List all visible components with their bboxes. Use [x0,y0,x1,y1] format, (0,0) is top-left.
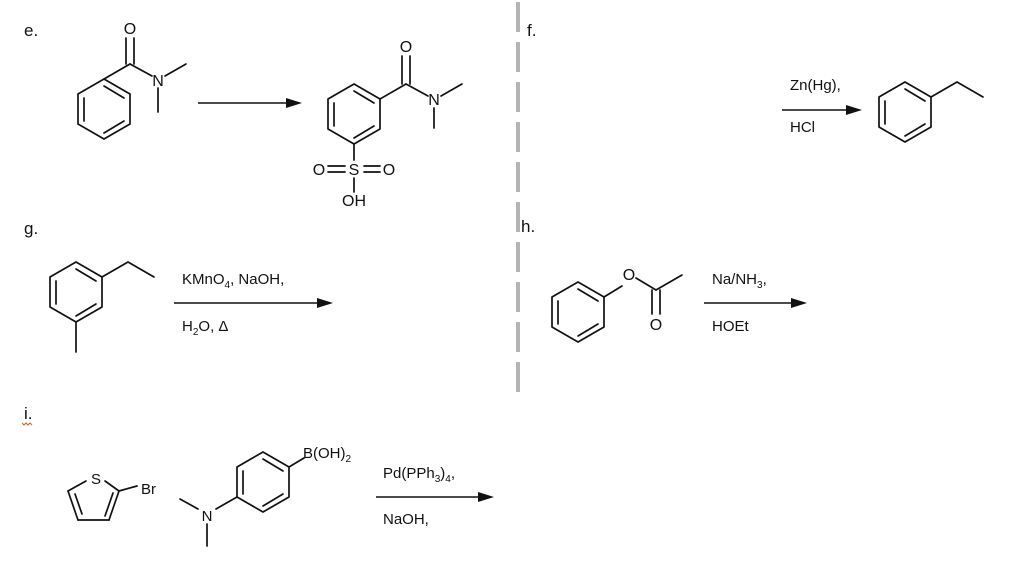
n-methyl-bond-1 [179,498,199,510]
atom-sulfur: S [91,471,101,488]
problem-label-i: i. [24,404,33,423]
reagent-naoh: NaOH, [383,511,429,528]
atom-sulfonyl-oxygen-right: O [383,162,395,179]
atom-boron-hydroxyl: B(OH)2 [303,445,352,465]
benzene-ring [551,281,605,343]
problem-i: i. S Br B(OH)2 N Pd(PPh3)4, [21,404,494,547]
n-methyl-bond-1 [164,63,187,77]
reagent-hoet: HOEt [712,318,750,335]
ethyl-chain [930,81,984,98]
spellcheck-underline [21,422,33,426]
ester-oxygen-to-carbonyl-bond [635,277,657,291]
atom-carbonyl-oxygen: O [400,39,412,56]
atom-hydroxyl: OH [342,193,366,210]
reactant-2-bromothiophene: S Br [67,471,156,521]
product-ethylbenzene [878,81,984,143]
ring-to-ester-oxygen-bond [603,285,623,298]
atom-sulfonyl-oxygen-left: O [313,162,325,179]
benzene-ring [878,81,932,143]
ring-to-boron-bond [288,457,305,468]
reactant-phenyl-acetate: O O [551,267,683,343]
atom-bromine: Br [141,481,156,498]
arrowhead-h [791,298,807,308]
reagent-kmno4-naoh: KMnO4, NaOH, [182,271,284,291]
reagent-hcl: HCl [790,119,815,136]
benzene-ring [49,261,103,323]
reagent-pd-pph3-4: Pd(PPh3)4, [383,465,455,485]
problem-g: g. KMnO4, NaOH, H2O, Δ [24,219,333,353]
atom-nitrogen: N [152,73,164,90]
arrowhead-g [317,298,333,308]
problem-label-g: g. [24,219,38,238]
arrowhead-f [846,105,862,115]
c4-c5-bond [67,490,79,521]
carbonyl-to-n-bond [129,63,153,77]
reagent-water-heat: H2O, Δ [182,318,228,338]
c2-c3-bond [108,490,120,521]
ring-to-nitrogen-bond [215,496,238,510]
acetyl-methyl-bond [655,274,683,291]
reagent-na-nh3: Na/NH3, [712,271,767,291]
arrowhead-i [478,492,494,502]
c5-to-s-bond [67,480,87,492]
benzene-ring [327,83,381,145]
product-sulfonated-benzamide: O N O S O OH [313,39,463,210]
atom-carbonyl-oxygen: O [650,317,662,334]
atom-nitrogen: N [202,508,213,525]
c2-to-br-bond [118,485,138,492]
atom-sulfur: S [349,162,360,179]
problem-e: e. O N [24,21,463,210]
ethyl-chain [101,261,155,278]
benzene-ring [236,451,290,513]
problem-h: h. O O Na/NH3, HOEt [521,217,807,343]
ring-to-carbonyl-bond [103,63,131,80]
problem-f: f. Zn(Hg), HCl [527,21,984,143]
arrowhead-e [286,98,302,108]
reactant-n-n-dimethylbenzamide: O N [77,21,187,140]
atom-oxygen: O [124,21,136,38]
benzene-ring [77,78,131,140]
s-to-c2-bond [104,480,120,492]
atom-nitrogen: N [428,92,440,109]
reactant-m-ethyltoluene [49,261,155,353]
reactant-dimethylaminophenylboronic-acid: B(OH)2 N [179,445,352,547]
atom-ester-oxygen: O [623,267,635,284]
problem-label-h: h. [521,217,535,236]
problem-label-e: e. [24,21,38,40]
reagent-zn-hg: Zn(Hg), [790,77,841,94]
problem-label-f: f. [527,21,536,40]
